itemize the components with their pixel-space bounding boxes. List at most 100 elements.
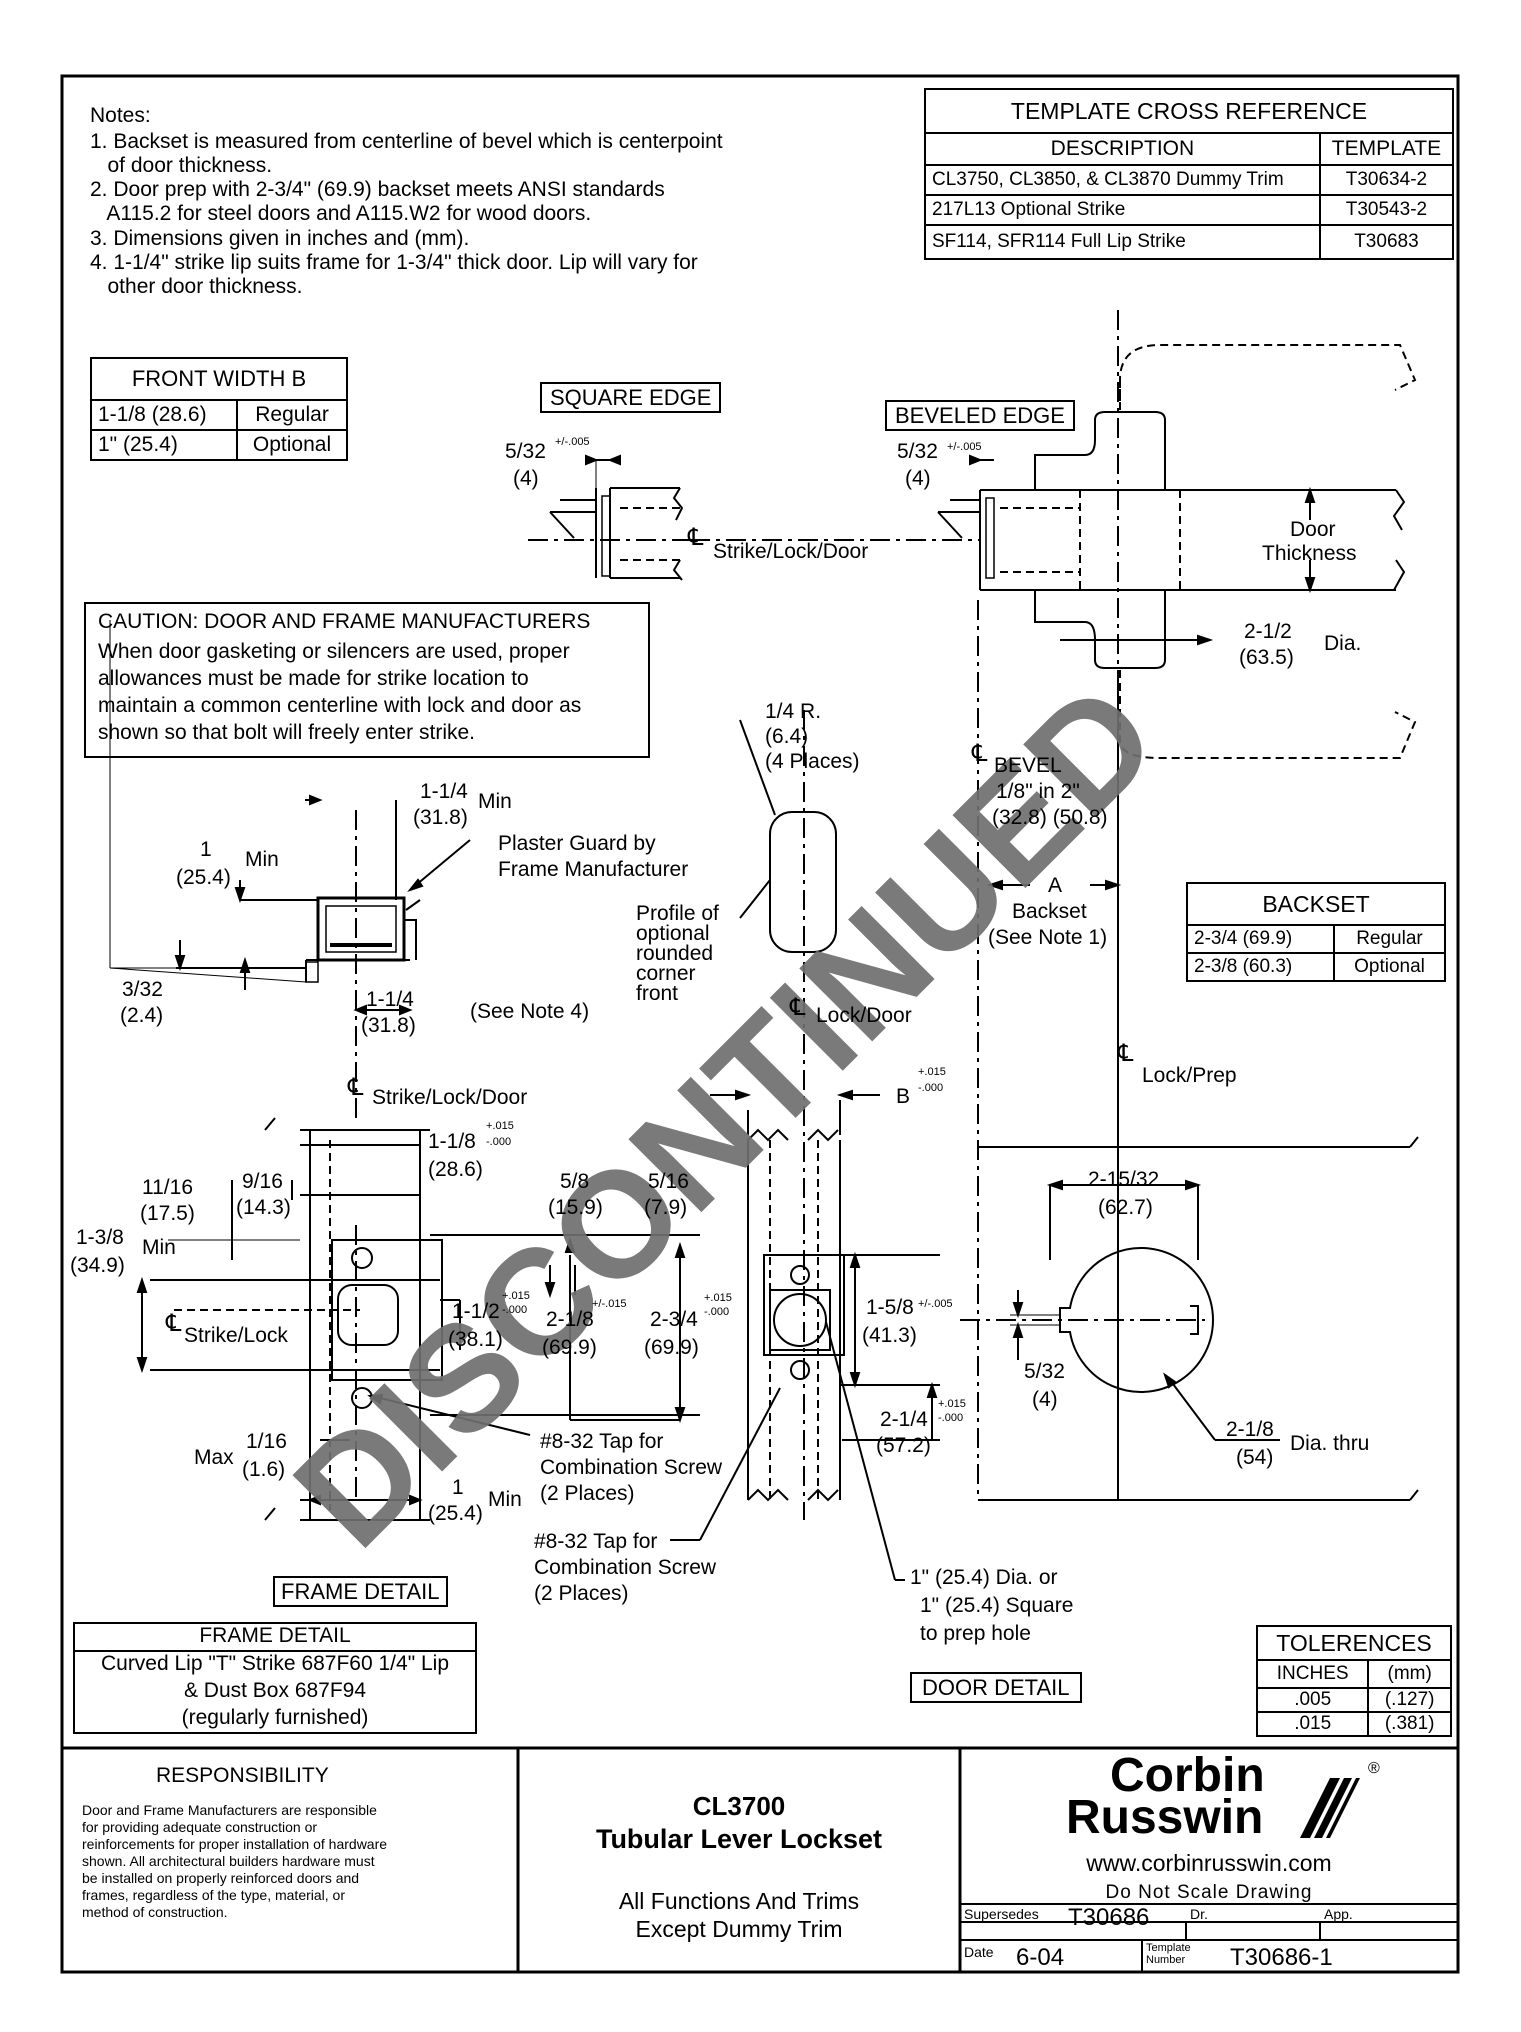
notes-heading: Notes: <box>90 104 151 127</box>
dim-1: 1 <box>200 838 212 861</box>
dim-34-9: (34.9) <box>70 1254 125 1277</box>
dim-tolerance: -.000 <box>502 1304 528 1316</box>
note-line: other door thickness. <box>90 274 303 298</box>
door-lock-prep-view <box>960 1075 1419 1501</box>
profile-label: corner <box>636 962 696 985</box>
dim-tolerance: +.015 <box>502 1290 530 1302</box>
frame-section-view <box>109 620 471 1120</box>
note-line: 2. Door prep with 2-3/4" (69.9) backset … <box>90 178 665 202</box>
dim-tolerance: -.000 <box>704 1306 730 1318</box>
note-line: 1. Backset is measured from centerline o… <box>90 130 723 153</box>
table-cell: 1-1/8 (28.6) <box>89 399 239 431</box>
table-cell: (.127) <box>1367 1687 1452 1713</box>
dim-min: Min <box>478 790 512 813</box>
dim-38-1: (38.1) <box>448 1328 503 1351</box>
table-cell: Optional <box>1332 952 1447 982</box>
frame-detail-line: Curved Lip "T" Strike 687F60 1/4" Lip <box>100 1652 450 1675</box>
table-cell: CL3750, CL3850, & CL3870 Dummy Trim <box>924 164 1321 196</box>
profile-label: front <box>636 982 679 1005</box>
table-cell: .015 <box>1255 1711 1370 1737</box>
scope-line: Except Dummy Trim <box>635 1916 843 1942</box>
door-front-view <box>670 1089 940 1581</box>
model-number: CL3700 <box>692 1791 786 1821</box>
template-label: Template <box>1146 1942 1191 1954</box>
dim-69-9: (69.9) <box>542 1336 597 1359</box>
dim-2-1-8: 2-1/8 <box>546 1308 594 1331</box>
dim-dia-label: Dia. <box>1324 632 1362 655</box>
dim-min: Min <box>488 1488 522 1511</box>
brand-corbin: Corbin <box>1110 1749 1265 1802</box>
frame-front-elevation <box>136 1117 700 1521</box>
tolerances-table: TOLERENCES INCHES(mm) .005(.127) .015(.3… <box>1255 1625 1452 1737</box>
table-cell: (.381) <box>1367 1711 1452 1737</box>
product-name: Tubular Lever Lockset <box>595 1824 883 1854</box>
scope-line: All Functions And Trims <box>618 1888 860 1914</box>
caution-line: shown so that bolt will freely enter str… <box>98 721 475 744</box>
dim-tolerance: +.015 <box>918 1066 946 1078</box>
table-title: BACKSET <box>1186 882 1446 926</box>
responsibility-line: be installed on properly reinforced door… <box>82 1870 360 1886</box>
lock-door-label: Lock/Door <box>816 1004 912 1027</box>
backset-note: (See Note 1) <box>988 926 1108 949</box>
app-label: App. <box>1324 1906 1353 1922</box>
tap-label: #8-32 Tap for <box>540 1430 664 1453</box>
dim-max: Max <box>194 1446 234 1469</box>
tap-label: (2 Places) <box>540 1482 635 1505</box>
table-header: INCHES <box>1255 1659 1370 1689</box>
table-title: TEMPLATE CROSS REFERENCE <box>924 88 1454 134</box>
dim-tolerance: +/-.005 <box>947 441 982 453</box>
caution-title: CAUTION: DOOR AND FRAME MANUFACTURERS <box>98 610 591 633</box>
dim-5-32-bevel: 5/32 <box>897 440 938 463</box>
template-label: Number <box>1146 1954 1186 1966</box>
note-line: of door thickness. <box>90 154 273 178</box>
caution-line: When door gasketing or silencers are use… <box>98 640 570 663</box>
hole-label: 1" (25.4) Dia. or <box>910 1566 1058 1589</box>
profile-label: rounded <box>636 942 714 965</box>
table-cell: 2-3/8 (60.3) <box>1186 952 1335 982</box>
supersedes-label: Supersedes <box>964 1906 1039 1922</box>
dim-1-6: (1.6) <box>242 1458 286 1481</box>
dim-min: Min <box>142 1236 176 1259</box>
dim-2-15-32: 2-15/32 <box>1088 1168 1160 1191</box>
table-cell: T30683 <box>1318 224 1455 260</box>
lock-prep-label: Lock/Prep <box>1142 1064 1237 1087</box>
dim-lip-31-8: (31.8) <box>361 1014 416 1037</box>
dim-tolerance: +.015 <box>704 1292 732 1304</box>
supersedes-value: T30686 <box>1068 1904 1150 1931</box>
tap-label: (2 Places) <box>534 1582 629 1605</box>
door-detail-label: DOOR DETAIL <box>910 1672 1082 1704</box>
dim-1-1-4: 1-1/4 <box>420 780 468 803</box>
caution-line: allowances must be made for strike locat… <box>98 667 529 690</box>
note-line: 3. Dimensions given in inches and (mm). <box>90 226 470 250</box>
dim-5-32: 5/32 <box>1024 1360 1065 1383</box>
dim-lip-1-1-4: 1-1/4 <box>366 988 414 1011</box>
tap-label: #8-32 Tap for <box>534 1530 658 1553</box>
table-cell: T30634-2 <box>1318 164 1455 196</box>
dim-4-bevel: (4) <box>905 467 931 490</box>
dim-tolerance: +.015 <box>486 1120 514 1132</box>
responsibility-line: reinforcements for proper installation o… <box>82 1836 388 1852</box>
dim-2-1-8-dia: 2-1/8 <box>1226 1418 1274 1441</box>
dim-tolerance: -.000 <box>938 1412 964 1424</box>
table-header: (mm) <box>1367 1659 1452 1689</box>
template-number: T30686-1 <box>1230 1944 1333 1971</box>
door-thickness-label: Thickness <box>1262 542 1357 565</box>
door-thickness-label: Door <box>1290 518 1336 541</box>
sheet-border <box>60 74 1460 1974</box>
brand-russwin: Russwin <box>1066 1791 1264 1844</box>
dim-25-4-min: (25.4) <box>428 1502 483 1525</box>
dim-min: Min <box>245 848 279 871</box>
dim-tolerance: +/-.015 <box>592 1298 627 1310</box>
dim-69-9: (69.9) <box>644 1336 699 1359</box>
centerline-symbol: ℄ <box>166 1310 182 1337</box>
beveled-edge-label: BEVELED EDGE <box>885 400 1075 432</box>
responsibility-line: for providing adequate construction or <box>82 1819 318 1835</box>
do-not-scale: Do Not Scale Drawing <box>1105 1882 1313 1903</box>
dim-1-1-2: 1-1/2 <box>452 1300 500 1323</box>
responsibility-line: method of construction. <box>82 1904 228 1920</box>
dim-7-9: (7.9) <box>644 1196 688 1219</box>
table-title: FRONT WIDTH B <box>90 357 348 401</box>
tap-label: Combination Screw <box>534 1556 717 1579</box>
bevel-ratio: 1/8" in 2" <box>996 780 1080 803</box>
dim-41-3: (41.3) <box>862 1324 917 1347</box>
